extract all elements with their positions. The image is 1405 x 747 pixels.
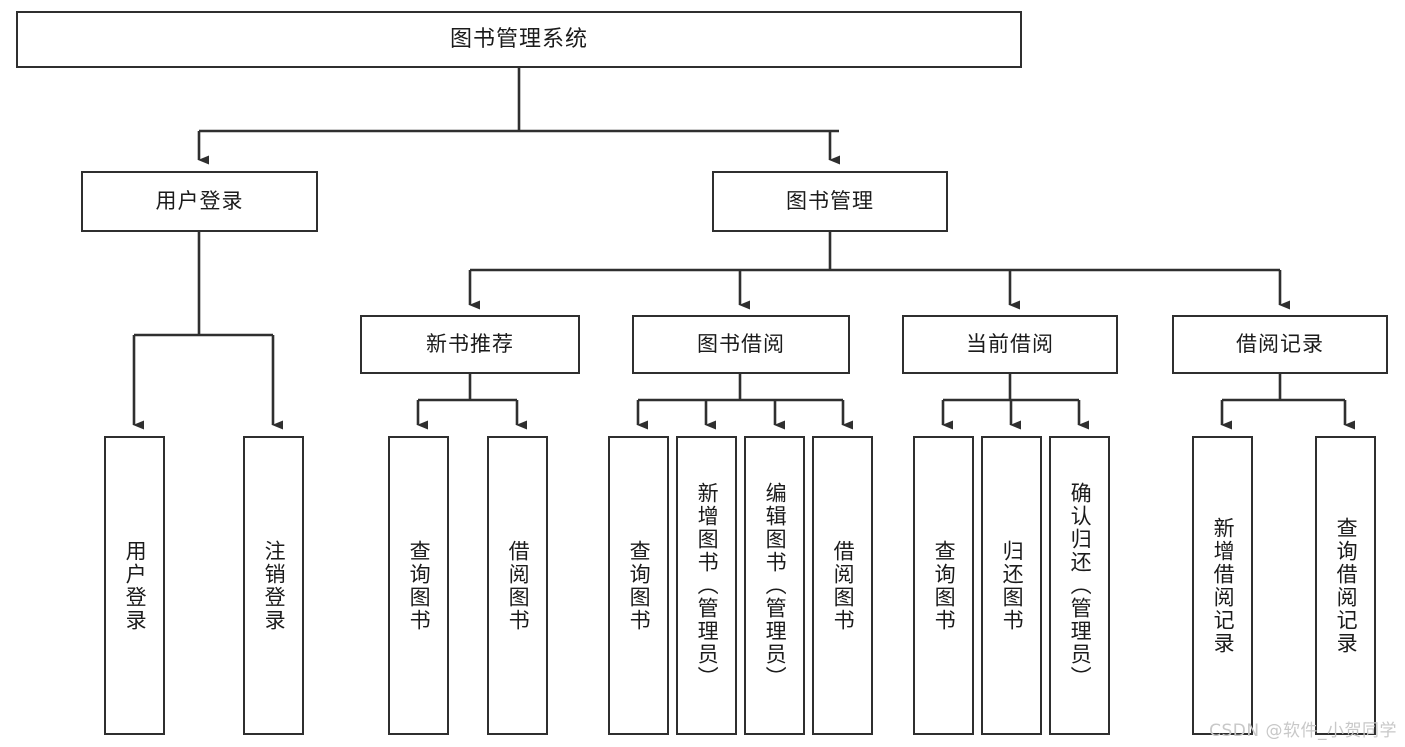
watermark-text: CSDN @软件_小贺同学 <box>1209 721 1397 741</box>
node-label: 借阅记录 <box>1236 332 1324 357</box>
leaf-nb-query-book[interactable]: 查询图书 <box>388 436 449 735</box>
node-root-system[interactable]: 图书管理系统 <box>16 11 1022 68</box>
node-book-borrow[interactable]: 图书借阅 <box>632 315 850 374</box>
leaf-cb-query-book[interactable]: 查询图书 <box>913 436 974 735</box>
node-label: 用户登录 <box>155 189 244 214</box>
node-label: 归还图书 <box>1000 539 1025 632</box>
leaf-user-login[interactable]: 用户登录 <box>104 436 165 735</box>
node-label: 查询图书 <box>627 539 652 632</box>
node-label: 查询图书 <box>932 539 957 632</box>
node-book-management[interactable]: 图书管理 <box>712 171 948 232</box>
node-label: 编辑图书（管理员） <box>763 482 788 689</box>
node-label: 用户登录 <box>123 539 148 632</box>
node-label: 图书管理系统 <box>449 26 588 52</box>
node-borrow-record[interactable]: 借阅记录 <box>1172 315 1388 374</box>
leaf-br-query-record[interactable]: 查询借阅记录 <box>1315 436 1376 735</box>
node-label: 借阅图书 <box>831 539 856 632</box>
leaf-bb-borrow-book[interactable]: 借阅图书 <box>812 436 873 735</box>
node-label: 借阅图书 <box>506 539 531 632</box>
node-label: 图书借阅 <box>697 332 785 357</box>
leaf-nb-borrow-book[interactable]: 借阅图书 <box>487 436 548 735</box>
leaf-bb-query-book[interactable]: 查询图书 <box>608 436 669 735</box>
node-user-login[interactable]: 用户登录 <box>81 171 318 232</box>
node-label: 确认归还（管理员） <box>1068 482 1093 689</box>
leaf-bb-add-book-admin[interactable]: 新增图书（管理员） <box>676 436 737 735</box>
node-label: 新书推荐 <box>426 332 514 357</box>
node-label: 注销登录 <box>262 539 287 632</box>
node-label: 当前借阅 <box>966 332 1054 357</box>
leaf-cb-return-book[interactable]: 归还图书 <box>981 436 1042 735</box>
node-label: 新增图书（管理员） <box>695 482 720 689</box>
node-label: 查询图书 <box>407 539 432 632</box>
leaf-br-add-record[interactable]: 新增借阅记录 <box>1192 436 1253 735</box>
node-label: 新增借阅记录 <box>1211 516 1236 655</box>
node-label: 图书管理 <box>786 189 874 214</box>
node-new-book-recommend[interactable]: 新书推荐 <box>360 315 580 374</box>
leaf-cb-confirm-return-admin[interactable]: 确认归还（管理员） <box>1049 436 1110 735</box>
node-current-borrow[interactable]: 当前借阅 <box>902 315 1118 374</box>
node-label: 查询借阅记录 <box>1334 516 1359 655</box>
leaf-logout[interactable]: 注销登录 <box>243 436 304 735</box>
leaf-bb-edit-book-admin[interactable]: 编辑图书（管理员） <box>744 436 805 735</box>
